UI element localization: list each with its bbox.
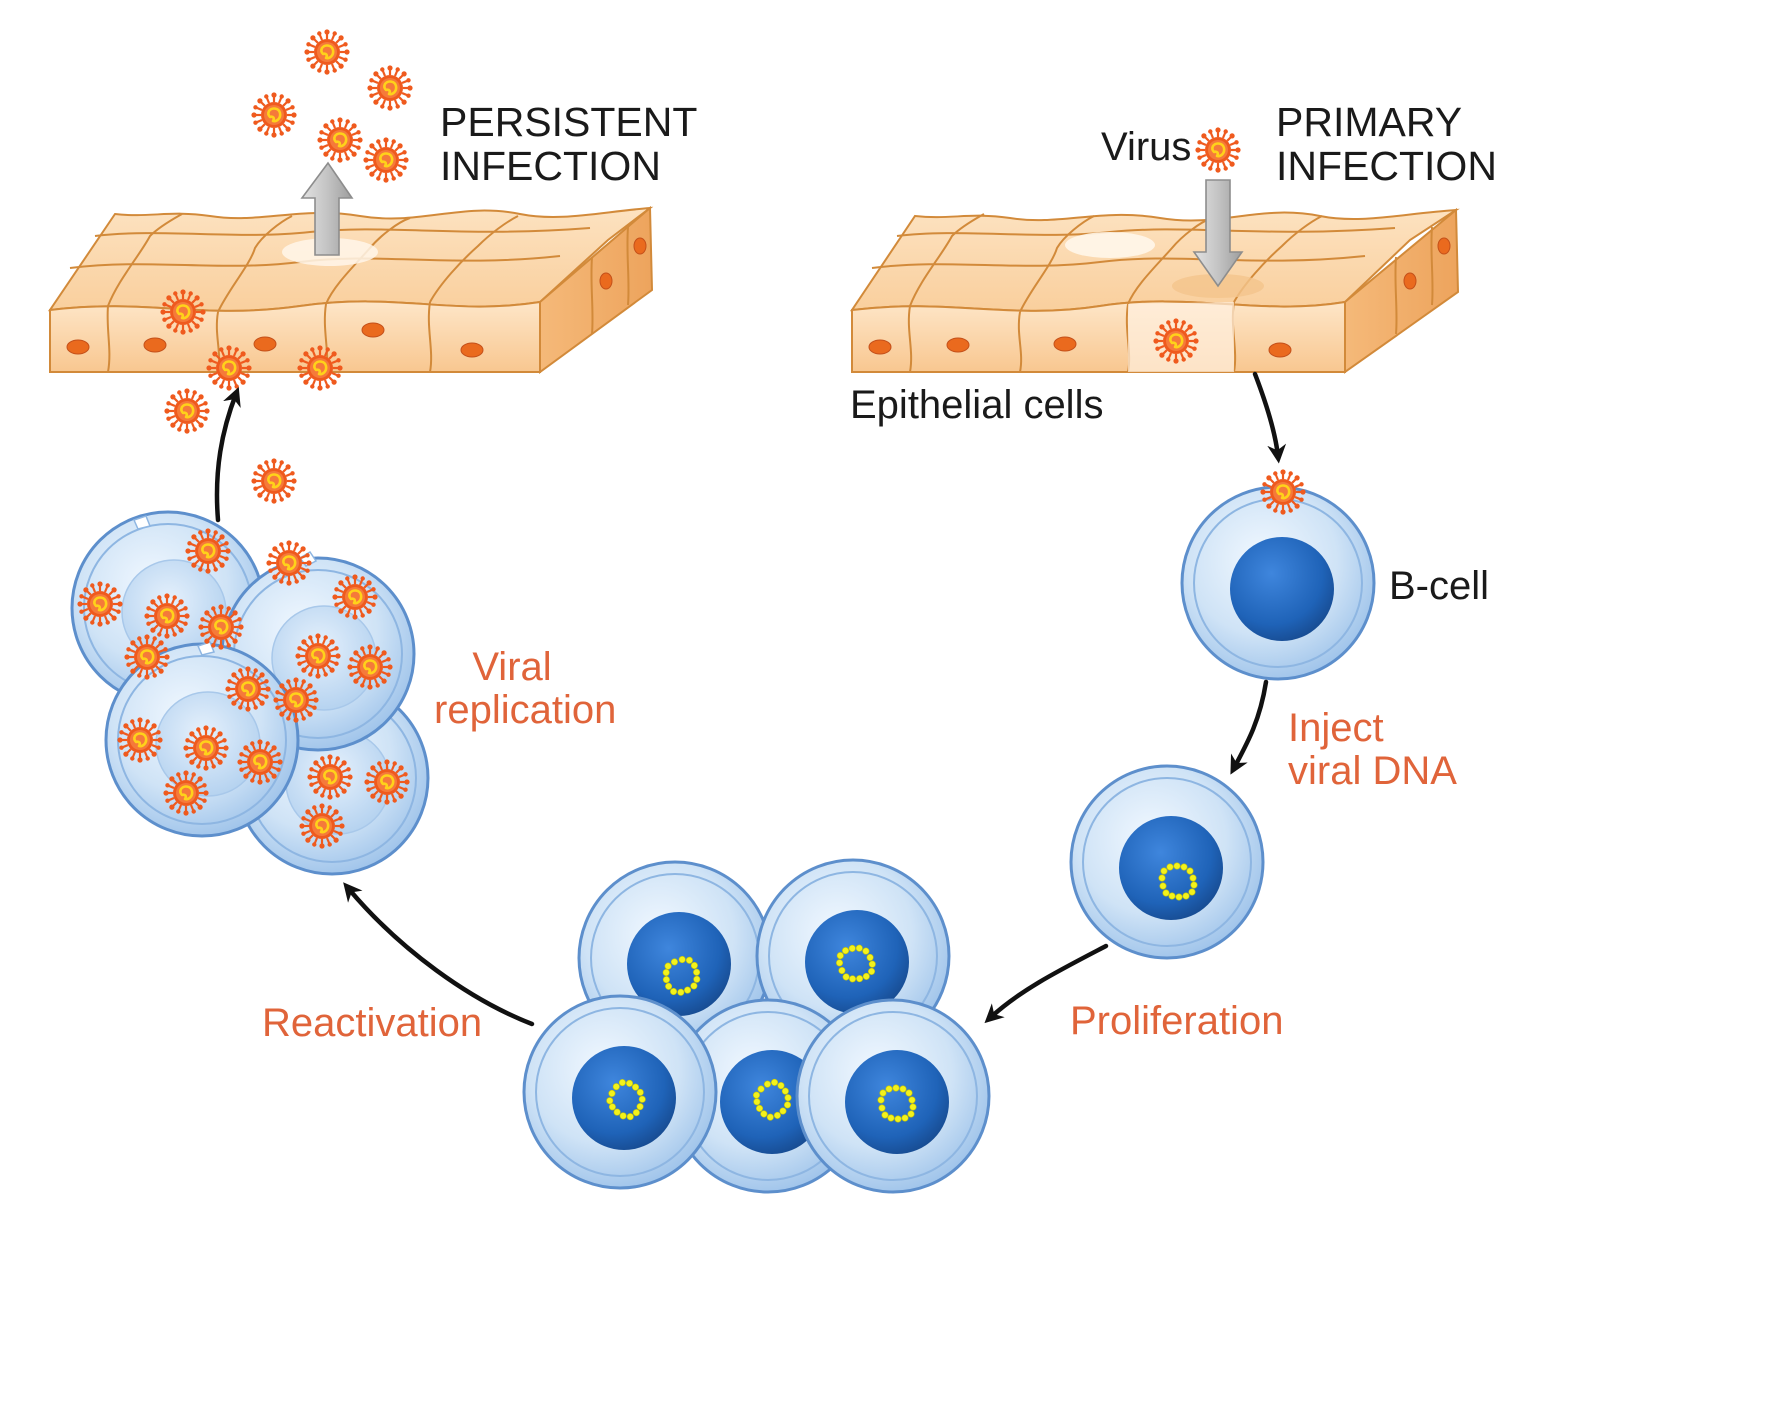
epithelium-left (47, 205, 654, 374)
infected-b-cell (1069, 764, 1265, 960)
inject-line2: viral DNA (1288, 749, 1457, 794)
primary-infection-line2: INFECTION (1276, 143, 1497, 190)
reactivation-label: Reactivation (262, 1001, 483, 1045)
persistent-infection-line2: INFECTION (440, 143, 661, 190)
proliferation-label: Proliferation (1070, 999, 1284, 1043)
release-arrow (300, 161, 354, 256)
b-cell-label: B-cell (1389, 564, 1490, 608)
proliferation-cluster (522, 858, 991, 1194)
persistent-infection-title: PERSISTENT INFECTION (440, 99, 698, 190)
released-viruses (250, 28, 414, 184)
inject-viral-dna-label: Inject viral DNA (1288, 706, 1457, 794)
persistent-infection-line1: PERSISTENT (440, 99, 698, 145)
b-cell-icon (1180, 468, 1376, 681)
epithelium-right (849, 207, 1460, 374)
viral-replication-line1: Viral (472, 645, 552, 689)
viral-replication-line2: replication (434, 688, 617, 733)
virus-icon (1194, 126, 1242, 174)
entry-arrow (1192, 179, 1244, 288)
virus-label: Virus (1101, 125, 1192, 169)
primary-infection-title: PRIMARY INFECTION (1276, 99, 1497, 190)
cycle-arrow-icon (214, 371, 1287, 1027)
viral-replication-cluster (70, 510, 430, 876)
inject-line1: Inject (1288, 706, 1384, 750)
epithelial-cells-label: Epithelial cells (850, 383, 1104, 427)
viral-replication-label: Viral replication (434, 645, 617, 733)
primary-infection-line1: PRIMARY (1276, 99, 1463, 145)
